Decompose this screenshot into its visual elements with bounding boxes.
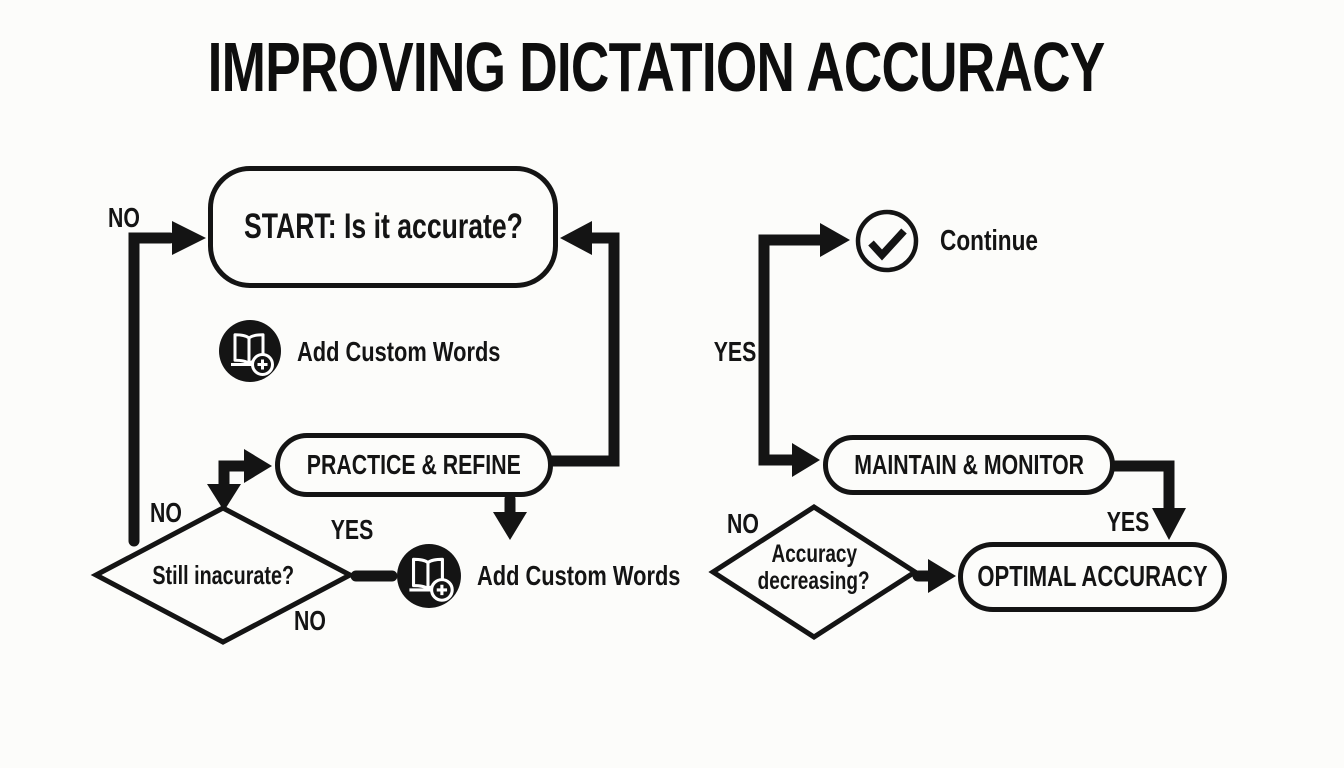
decision2-line2: decreasing? <box>758 567 870 595</box>
node-optimal-accuracy: OPTIMAL ACCURACY <box>958 542 1227 612</box>
page-title: IMPROVING DICTATION ACCURACY <box>0 32 1312 102</box>
decision-diamond-accuracy-decreasing <box>708 504 920 640</box>
maintain-to-optimal-connector <box>1107 460 1175 516</box>
arrowhead-into-continue <box>820 223 850 257</box>
decision2-line1: Accuracy <box>771 540 857 568</box>
node-start-label: START: Is it accurate? <box>243 207 523 246</box>
plus-glyph <box>436 584 448 596</box>
yes-branch-connector <box>758 234 826 466</box>
branch-label-text: YES <box>330 514 374 545</box>
check-glyph <box>868 228 907 261</box>
branch-label-yes: YES <box>317 516 387 544</box>
node-practice-label: PRACTICE & REFINE <box>307 449 522 480</box>
branch-label-no-right: NO <box>713 510 773 538</box>
branch-label-text: NO <box>294 605 326 636</box>
arrowhead-into-maintain <box>792 443 820 477</box>
no-loop-connector <box>128 232 176 547</box>
node-maintain-monitor: MAINTAIN & MONITOR <box>823 435 1115 495</box>
branch-label-text: NO <box>108 202 140 233</box>
continue-label: Continue <box>940 226 1066 256</box>
add-custom-words-bottom-label: Add Custom Words <box>477 561 738 591</box>
book-plus-icon <box>219 320 281 382</box>
add-custom-words-top-label: Add Custom Words <box>297 337 558 367</box>
decision2-label: Accuracy decreasing? <box>714 541 914 595</box>
branch-label-no-bottom: NO <box>280 607 340 635</box>
continue-text: Continue <box>940 225 1039 257</box>
practice-diamond-elbow-connector <box>218 460 252 492</box>
add-custom-words-top-text: Add Custom Words <box>297 336 501 367</box>
arrowhead-into-optimal-left <box>928 559 956 593</box>
node-start: START: Is it accurate? <box>208 166 558 288</box>
branch-label-text: NO <box>727 508 759 539</box>
branch-label-text: NO <box>150 497 182 528</box>
node-maintain-label: MAINTAIN & MONITOR <box>854 449 1084 480</box>
branch-label-yes-up: YES <box>700 338 770 366</box>
diamond-shape <box>708 504 920 640</box>
practice-to-start-connector <box>546 232 620 467</box>
branch-label-text: YES <box>1106 506 1150 537</box>
icon-circle <box>855 209 919 273</box>
arrowhead-into-practice <box>244 449 272 483</box>
plus-glyph <box>257 359 268 370</box>
add-custom-words-bottom-text: Add Custom Words <box>477 560 681 591</box>
node-practice-refine: PRACTICE & REFINE <box>275 433 553 497</box>
branch-label-yes-down: YES <box>1093 508 1163 536</box>
book-plus-icon <box>397 544 461 608</box>
decision1-label: Still inacurate? <box>103 561 343 589</box>
check-circle-icon <box>855 209 919 273</box>
branch-label-text: YES <box>713 336 757 367</box>
page-title-text: IMPROVING DICTATION ACCURACY <box>207 28 1106 106</box>
branch-label-no-top: NO <box>136 499 196 527</box>
branch-label-no-loop: NO <box>94 204 154 232</box>
arrowhead-into-start-right <box>560 221 592 255</box>
decision1-text: Still inacurate? <box>152 560 294 590</box>
node-optimal-label: OPTIMAL ACCURACY <box>977 560 1208 593</box>
arrowhead-into-start <box>172 221 206 255</box>
arrowhead-down-from-practice <box>493 512 527 540</box>
